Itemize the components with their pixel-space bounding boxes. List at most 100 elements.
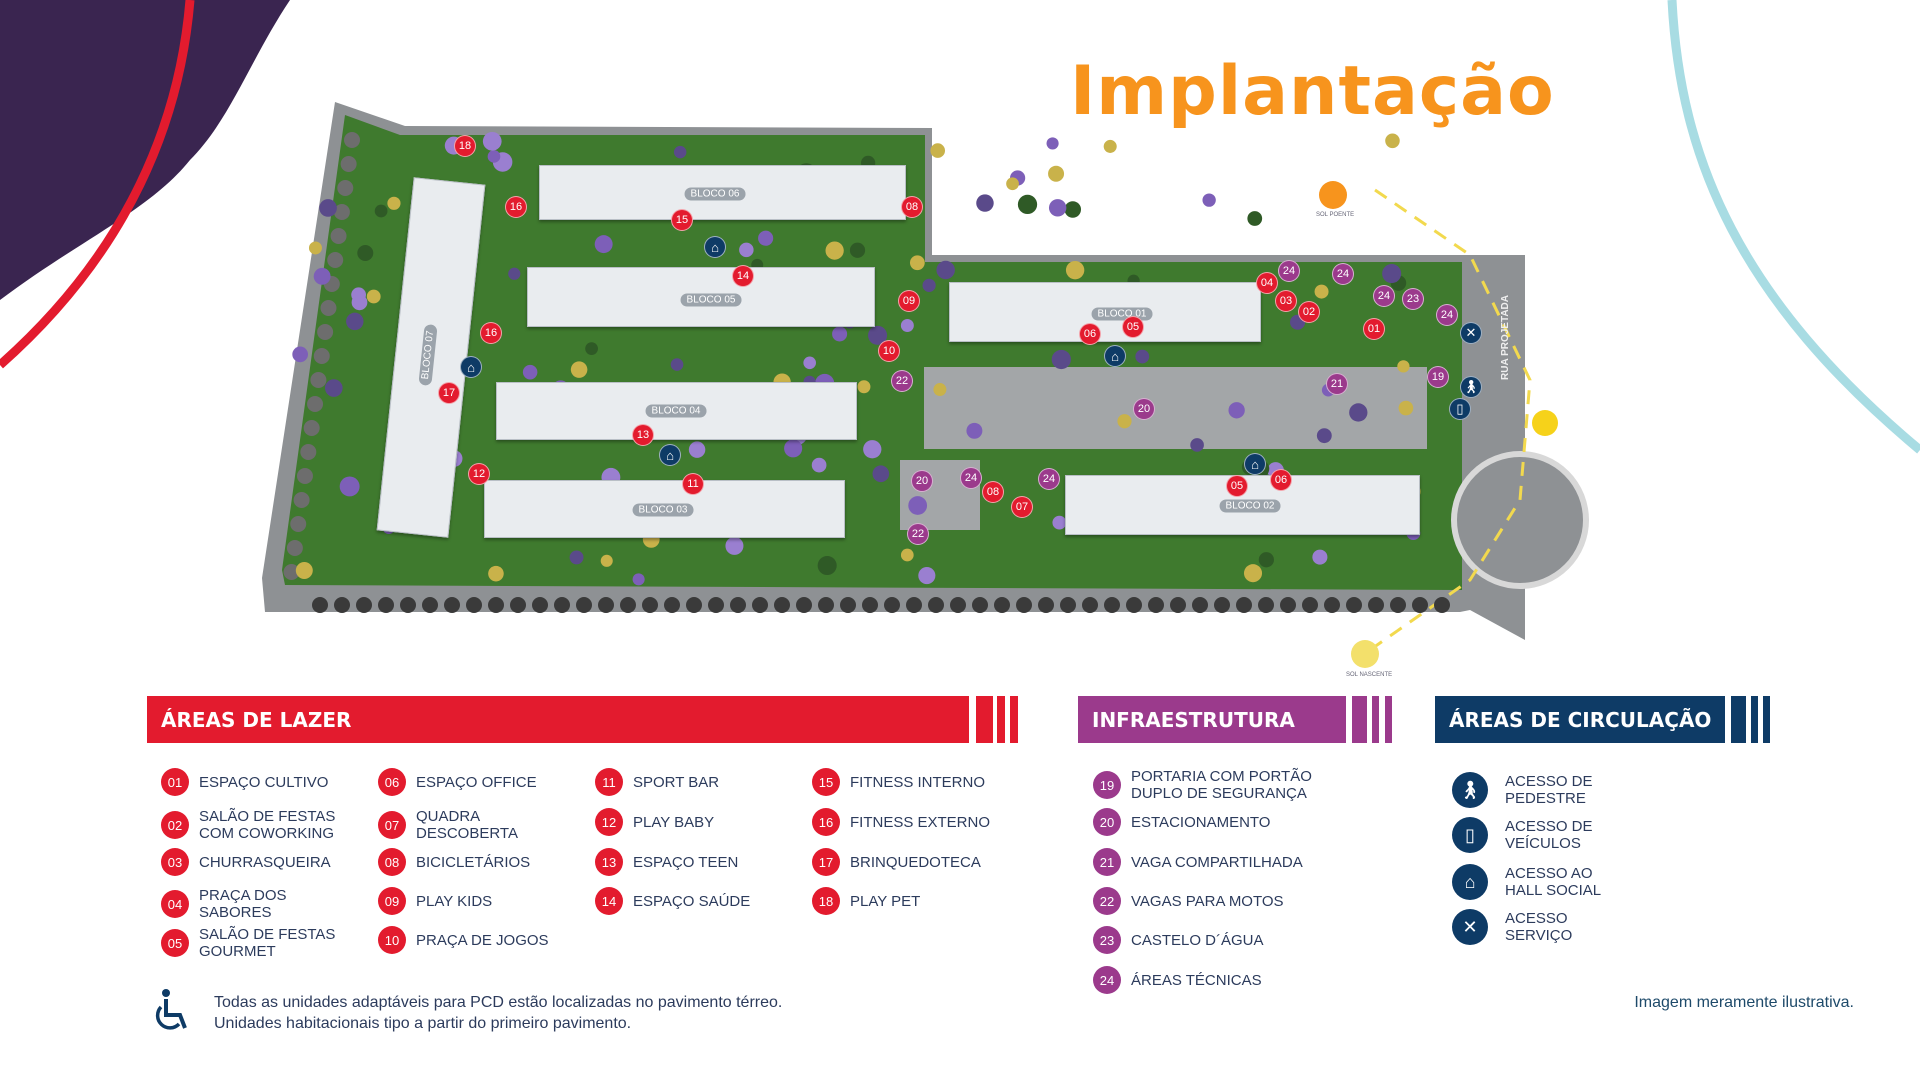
tree [400,597,416,613]
legend-label: QUADRA DESCOBERTA [416,808,518,842]
tree [1064,201,1082,218]
legend-label: ACESSO DE VEÍCULOS [1505,818,1593,852]
tree [576,597,592,613]
tree [1258,597,1274,613]
tree [1382,264,1402,284]
tree [725,536,744,555]
map-marker: 16 [480,322,502,344]
tree [1412,597,1428,613]
tree [1236,597,1252,613]
tree [1038,597,1054,613]
tree [327,252,344,268]
tree [1280,597,1296,613]
legend-label: BRINQUEDOTECA [850,853,981,871]
tree [670,358,684,371]
tree [936,260,955,280]
map-marker: 24 [1436,304,1458,326]
tree [466,597,482,613]
header-stripe [1731,696,1746,743]
tree [642,597,658,613]
hall-access-icon: ⌂ [1244,453,1266,475]
tree [1349,403,1368,422]
header-stripe [1751,696,1758,743]
header-stripe [1352,696,1367,743]
legend-number: 12 [595,808,623,836]
legend-label: ESPAÇO SAÚDE [633,892,751,910]
tree [290,516,307,532]
tools-icon: ✕ [1452,909,1488,945]
footer-line-2: Unidades habitacionais tipo a partir do … [214,1015,632,1032]
map-marker: 08 [982,481,1004,503]
tree [849,242,866,258]
legend-number: 08 [378,848,406,876]
page-title: Implantação [1070,52,1555,131]
tree [688,441,706,458]
tree [569,550,584,565]
footer-line-1: Todas as unidades adaptáveis para PCD es… [214,994,783,1011]
circ-header: ÁREAS DE CIRCULAÇÃO [1435,696,1725,743]
map-marker: 24 [1373,285,1395,307]
tree [337,180,354,196]
legend-number: 01 [161,768,189,796]
tree [774,597,790,613]
tree [1434,597,1450,613]
tree [310,372,327,388]
tree [906,597,922,613]
tree [1324,597,1340,613]
tree [863,440,882,459]
tree [1117,414,1132,429]
tree [1258,552,1274,568]
tree [922,278,936,292]
legend-label: FITNESS INTERNO [850,773,986,791]
tree [1346,597,1362,613]
legend-number: 02 [161,811,189,839]
header-stripe [1763,696,1770,743]
map-marker: 13 [632,424,654,446]
tree [832,326,848,342]
tree [1302,597,1318,613]
tree [600,554,613,567]
circ-legend-item: ✕ACESSO SERVIÇO [1452,909,1625,945]
legend-label: ESPAÇO OFFICE [416,773,537,791]
tree [1006,177,1019,191]
tree [686,597,702,613]
legend-number: 23 [1093,926,1121,954]
tree [976,194,994,212]
tree [508,267,521,280]
circ-legend-item: 🚶︎ACESSO DE PEDESTRE [1452,772,1625,808]
legend-label: ACESSO DE PEDESTRE [1505,773,1593,807]
tree [293,492,310,508]
map-marker: 03 [1275,290,1297,312]
tree [1247,211,1263,226]
legend-label: CASTELO D´ÁGUA [1131,931,1264,949]
block-label: BLOCO 03 [632,503,694,517]
tree [330,228,347,244]
tree [1368,597,1384,613]
block-label: BLOCO 02 [1219,499,1281,513]
tree [900,548,914,562]
tree [933,383,947,397]
tree [620,597,636,613]
legend-number: 04 [161,890,189,918]
hall-access-icon: ⌂ [704,236,726,258]
tree [966,422,983,439]
tree [570,361,588,378]
tree [334,597,350,613]
car-icon: ▯ [1452,817,1488,853]
legend-number: 19 [1093,771,1121,799]
tree [758,230,774,246]
map-marker: 20 [911,470,933,492]
map-marker: 08 [901,196,923,218]
map-marker: 20 [1133,398,1155,420]
tree [532,597,548,613]
map-marker: 22 [907,523,929,545]
map-marker: 23 [1402,288,1424,310]
tree [333,204,350,220]
map-marker: 17 [438,382,460,404]
